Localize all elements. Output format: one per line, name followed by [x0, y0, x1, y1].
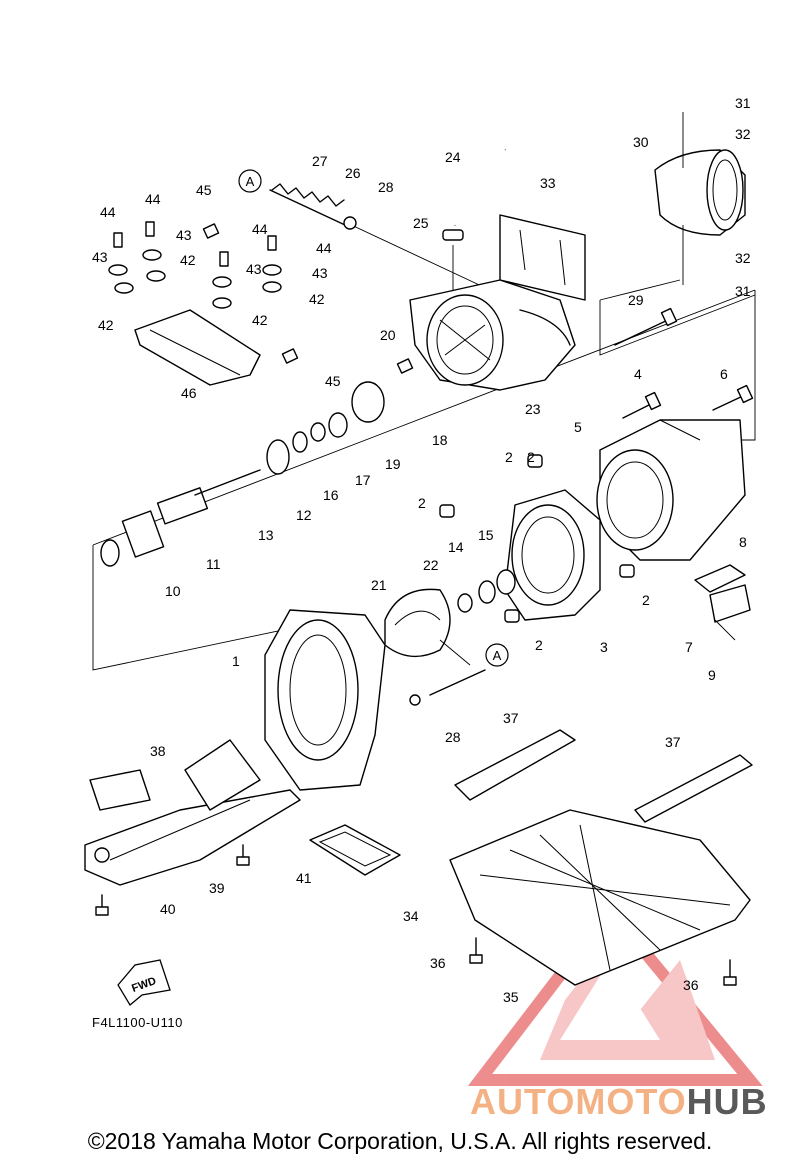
callout-number-2: 2 — [505, 449, 513, 465]
callout-number-6: 6 — [720, 366, 728, 382]
callout-number-32: 32 — [735, 126, 751, 142]
part-24-hose — [442, 147, 508, 290]
callout-number-44: 44 — [252, 221, 268, 237]
callout-number-45: 45 — [196, 182, 212, 198]
callout-number-44: 44 — [100, 204, 116, 220]
part-29-bolt — [614, 307, 678, 346]
callout-number-44: 44 — [316, 240, 332, 256]
part-42-46-hardware — [108, 221, 414, 386]
callout-number-36: 36 — [430, 955, 446, 971]
callout-number-43: 43 — [176, 227, 192, 243]
part-2-sleeves — [439, 454, 635, 623]
callout-number-2: 2 — [418, 495, 426, 511]
callout-number-45: 45 — [325, 373, 341, 389]
callout-number-20: 20 — [380, 327, 396, 343]
part-35-37-grate — [449, 729, 753, 986]
callout-labels: 1222223456789101112131415161718192021222… — [92, 95, 751, 1005]
part-33-bracket — [499, 214, 586, 301]
part-a-shaft-end — [409, 669, 486, 706]
callout-number-11: 11 — [206, 556, 221, 572]
callout-number-42: 42 — [98, 317, 114, 333]
part-14-15-22-washers — [457, 569, 516, 613]
callout-number-36: 36 — [683, 977, 699, 993]
callout-number-4: 4 — [634, 366, 642, 382]
callout-number-32: 32 — [735, 250, 751, 266]
part-7-8-block — [694, 564, 751, 641]
callout-number-37: 37 — [665, 734, 681, 750]
callout-number-16: 16 — [323, 487, 339, 503]
callout-number-27: 27 — [312, 153, 328, 169]
callout-number-35: 35 — [503, 989, 519, 1005]
callout-number-3: 3 — [600, 639, 608, 655]
part-3-impeller-housing — [504, 489, 601, 621]
callout-number-10: 10 — [165, 583, 181, 599]
washer-stack-left — [108, 221, 166, 294]
callout-number-5: 5 — [574, 419, 582, 435]
callout-number-2: 2 — [527, 449, 535, 465]
callout-number-39: 39 — [209, 880, 225, 896]
callout-number-31: 31 — [735, 95, 751, 111]
callout-number-33: 33 — [540, 175, 556, 191]
callout-number-43: 43 — [92, 249, 108, 265]
part-5-liner — [596, 419, 746, 561]
forward-direction-arrow: FWD — [117, 959, 171, 1006]
part-4-6-bolts — [622, 384, 754, 419]
callout-number-44: 44 — [145, 191, 161, 207]
callout-number-26: 26 — [345, 165, 361, 181]
callout-number-2: 2 — [642, 592, 650, 608]
callout-number-17: 17 — [355, 472, 371, 488]
callout-number-9: 9 — [708, 667, 716, 683]
watermark-text: AUTOMOTOHUB — [470, 1081, 768, 1123]
part-21-impeller — [384, 588, 471, 666]
part-30-nozzle — [654, 112, 746, 285]
callout-number-25: 25 — [413, 215, 429, 231]
callout-number-24: 24 — [445, 149, 461, 165]
callout-number-42: 42 — [180, 252, 196, 268]
part-38-39-plate — [84, 739, 301, 886]
callout-number-21: 21 — [371, 577, 387, 593]
callout-number-38: 38 — [150, 743, 166, 759]
callout-number-13: 13 — [258, 527, 274, 543]
callout-number-40: 40 — [160, 901, 176, 917]
callout-number-15: 15 — [478, 527, 494, 543]
part-36-40-41-bolts — [95, 844, 737, 986]
callout-number-28: 28 — [445, 729, 461, 745]
callout-number-42: 42 — [252, 312, 268, 328]
copyright-notice: ©2018 Yamaha Motor Corporation, U.S.A. A… — [87, 1128, 713, 1154]
callout-number-18: 18 — [432, 432, 448, 448]
callout-number-46: 46 — [181, 385, 197, 401]
callout-number-43: 43 — [312, 265, 328, 281]
callout-number-43: 43 — [246, 261, 262, 277]
washer-stack-right — [212, 235, 282, 309]
reference-a-markers: A A — [238, 169, 509, 667]
callout-number-7: 7 — [685, 639, 693, 655]
reference-letter-a: A — [246, 174, 255, 189]
reference-letter-a: A — [493, 648, 502, 663]
callout-number-31: 31 — [735, 283, 751, 299]
callout-number-14: 14 — [448, 539, 464, 555]
callout-number-30: 30 — [633, 134, 649, 150]
callout-number-2: 2 — [535, 637, 543, 653]
callout-number-37: 37 — [503, 710, 519, 726]
part-34-grate — [309, 824, 401, 876]
callout-number-23: 23 — [525, 401, 541, 417]
watermark-word-2: HUB — [686, 1081, 768, 1122]
callout-number-8: 8 — [739, 534, 747, 550]
watermark-word-1: AUTOMOTO — [470, 1081, 687, 1122]
callout-number-22: 22 — [423, 557, 439, 573]
callout-number-34: 34 — [403, 908, 419, 924]
part-code: F4L1100-U110 — [92, 1015, 183, 1030]
callout-number-42: 42 — [309, 291, 325, 307]
part-1-intake — [264, 609, 386, 791]
part-26-27-rod — [269, 183, 491, 291]
callout-number-19: 19 — [385, 456, 401, 472]
part-10-17-shaft — [100, 381, 385, 567]
callout-number-41: 41 — [296, 870, 312, 886]
callout-number-1: 1 — [232, 653, 240, 669]
callout-number-12: 12 — [296, 507, 312, 523]
callout-number-28: 28 — [378, 179, 394, 195]
callout-number-29: 29 — [628, 292, 644, 308]
part-23-housing — [409, 279, 576, 391]
